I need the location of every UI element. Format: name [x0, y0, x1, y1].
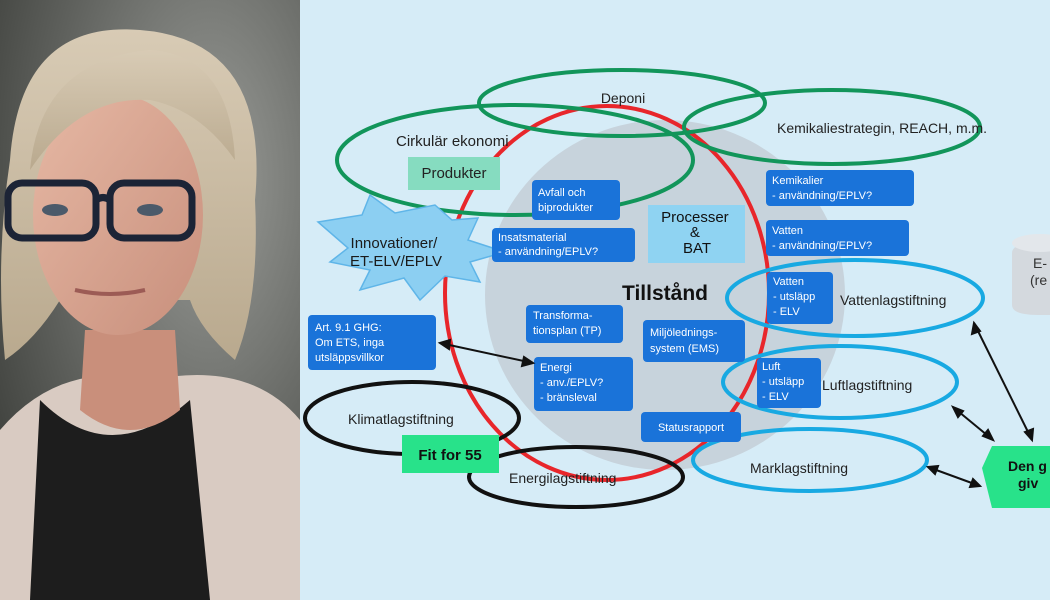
marklag-label: Marklagstiftning	[750, 460, 848, 476]
portrait-photo	[0, 0, 300, 600]
ems-box	[643, 320, 745, 362]
ems-label: Miljölednings- system (EMS)	[650, 327, 720, 355]
eye-left	[42, 204, 68, 216]
avfall-label: Avfall och biprodukter	[538, 187, 593, 214]
arrows	[437, 320, 1035, 489]
vatten-use-box	[766, 220, 909, 256]
luft-ellipse	[721, 344, 959, 420]
fit55-box	[402, 435, 499, 473]
kemikalie-ellipse	[682, 88, 982, 166]
processer-box	[648, 205, 745, 263]
kemikalier-label: Kemikalier - användning/EPLV?	[772, 175, 872, 202]
insats-label: Insatsmaterial - användning/EPLV?	[498, 232, 598, 258]
processer-label: Processer & BAT	[661, 209, 733, 257]
art-label: Art. 9.1 GHG: Om ETS, inga utsläppsvillk…	[315, 322, 387, 364]
transformation-label: Transforma- tionsplan (TP)	[533, 310, 601, 337]
insats-box	[492, 228, 635, 262]
fit55-label: Fit for 55	[418, 447, 481, 464]
avfall-box	[532, 180, 620, 220]
tillstand-label: Tillstånd	[622, 282, 708, 305]
deponi-ellipse	[477, 68, 767, 138]
hair-front	[30, 50, 235, 170]
den-label: Den g giv	[1008, 458, 1050, 491]
produkter-label: Produkter	[421, 165, 486, 182]
eye-right	[137, 204, 163, 216]
kemikalier-box	[766, 170, 914, 206]
energilag-ellipse	[467, 445, 685, 509]
den-hexagon	[982, 446, 1050, 508]
regulation-diagram: Deponi Cirkulär ekonomi Produkter Kemika…	[300, 0, 1050, 600]
cylinder-shape	[1012, 234, 1050, 315]
mark-ellipse	[691, 427, 929, 493]
klimat-label: Klimatlagstiftning	[348, 411, 454, 427]
vatten-use-label: Vatten - användning/EPLV?	[772, 225, 872, 252]
cylinder-label: E- (re	[1030, 255, 1050, 288]
luft-ut-box	[757, 358, 821, 408]
produkter-box	[408, 157, 500, 190]
deponi-label: Deponi	[601, 90, 645, 106]
neck	[80, 330, 180, 430]
vatten-ellipse	[725, 258, 985, 338]
innovation-star	[316, 193, 508, 302]
vatten-ut-label: Vatten - utsläpp - ELV	[773, 276, 818, 318]
transformation-box	[526, 305, 623, 343]
innovation-label: Innovationer/ ET-ELV/EPLV	[350, 235, 442, 270]
energi-label: Energi - anv./EPLV? - bränsleval	[540, 362, 606, 404]
glasses	[4, 179, 196, 242]
status-box	[641, 412, 741, 442]
status-label: Statusrapport	[658, 422, 724, 434]
vattenlag-label: Vattenlagstiftning	[840, 292, 946, 308]
mouth	[74, 288, 146, 296]
kemikalie-label: Kemikaliestrategin, REACH, m.m.	[777, 120, 987, 136]
face	[33, 95, 203, 335]
luftlag-label: Luftlagstiftning	[822, 377, 912, 393]
vatten-ut-box	[767, 272, 833, 324]
art-box	[308, 315, 436, 370]
black-top	[30, 400, 210, 600]
energilag-label: Energilagstiftning	[509, 470, 616, 486]
cirkular-label: Cirkulär ekonomi	[396, 133, 509, 150]
energi-box	[534, 357, 633, 411]
luft-ut-label: Luft - utsläpp - ELV	[762, 361, 807, 403]
cirkular-ellipse	[335, 103, 695, 217]
